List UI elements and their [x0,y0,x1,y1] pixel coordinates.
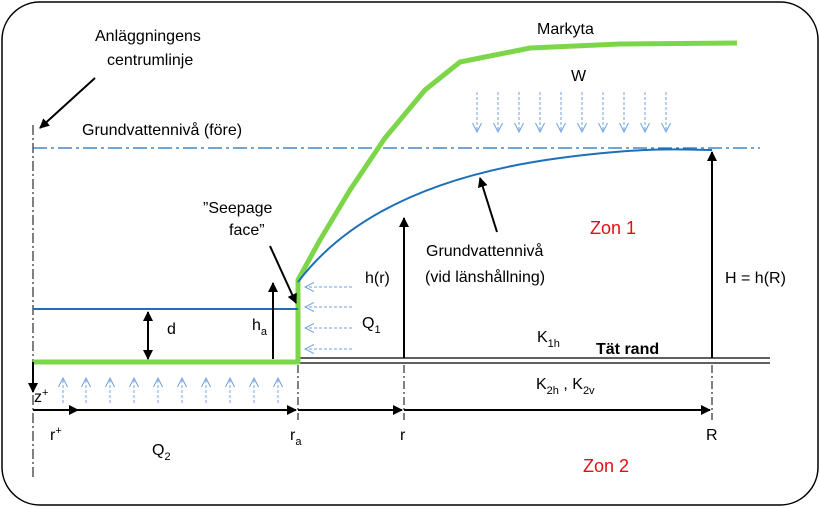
r-tick-lines [297,365,713,420]
markyta-label: Markyta [537,21,594,38]
seepage-face-pointer-arrow [269,245,297,304]
k1h-label: K1h [537,329,560,350]
centerline-pointer-arrow [39,77,96,129]
H-label: H = h(R) [725,270,786,287]
r-label: r [400,427,406,444]
q2-upflow-arrows [63,378,278,403]
q1-inflow-arrows [305,287,352,349]
gv-during-label-line1: Grundvattennivå [426,242,544,260]
k2h-sub: 2h [547,385,559,397]
k2v-main: , K [559,376,583,393]
rplus-sup: + [55,425,61,437]
z-plus-label: z+ [34,387,48,406]
R-label: R [706,427,718,444]
ha-label: ha [252,317,268,338]
tat-rand-label: Tät rand [596,341,659,358]
seepage-label-line2: face” [229,222,265,239]
rplus-main: r [50,427,56,444]
q2-label: Q2 [152,442,171,463]
drawdown-pointer-arrow [477,177,498,233]
d-label: d [167,321,176,338]
k1h-main: K [537,329,548,346]
r-plus-label: r+ [50,425,62,444]
centerline-label-line2: centrumlinje [107,52,193,69]
ground-surface-line [33,40,738,365]
w-label: W [571,68,587,85]
gv-during-label-line2: (vid länshållning) [425,268,545,286]
ra-label: ra [290,427,302,448]
drawdown-curve [297,148,713,283]
q1-main: Q [362,315,374,332]
ha-sub: a [261,326,268,338]
q2-sub: 2 [164,451,170,463]
q1-label: Q1 [362,315,381,336]
ha-main: h [252,317,261,334]
seepage-label-line1: ”Seepage [203,200,272,217]
q1-sub: 1 [374,324,380,336]
h-r-label: h(r) [365,270,390,287]
z-main: z [34,389,42,406]
k1h-sub: 1h [548,338,560,350]
ra-main: r [290,427,296,444]
centerline-label-line1: Anläggningens [95,28,201,45]
k2v-sub: 2v [583,385,595,397]
ra-sub: a [295,436,302,448]
k2h-main: K [536,376,547,393]
zon1-label: Zon 1 [590,218,636,238]
gv-before-label: Grundvattennivå (före) [82,121,242,139]
z-sup: + [42,387,48,399]
zon2-label: Zon 2 [583,456,629,476]
q2-main: Q [152,442,164,459]
k2-label: K2h , K2v [536,376,595,397]
infiltration-arrows [477,92,666,132]
